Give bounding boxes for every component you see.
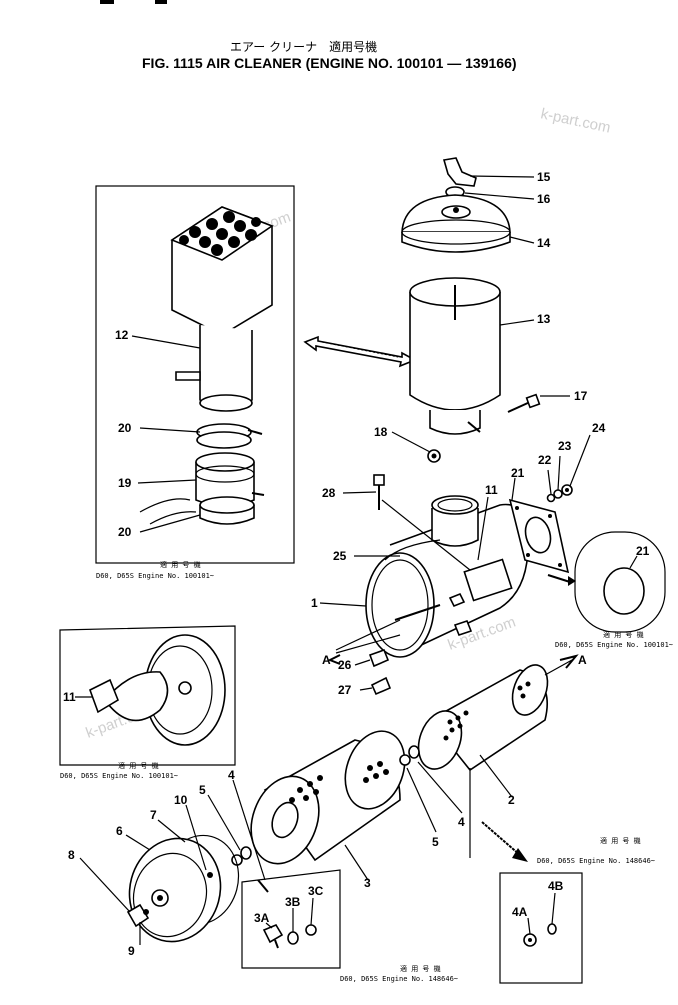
callout-24: 24 [592,421,606,435]
callout-3: 3 [364,876,371,890]
callout-5: 5 [199,783,206,797]
note-text: D60, D65S Engine No. 148646~ [537,857,655,865]
gasket-21 [508,498,570,574]
note-title: 適 用 号 機 [603,630,644,639]
nut-washer-4-5-left [231,846,252,866]
parts-3abc [262,923,317,949]
callout-7: 7 [150,808,157,822]
callout-4b: 4B [548,879,564,893]
cover-6 [128,837,222,943]
bolt-washer-nut-22-24 [546,484,576,586]
callout-13: 13 [537,312,551,326]
variant-box-cover [59,625,236,766]
callout-1: 1 [311,596,318,610]
cover-variant [89,634,226,746]
note-text: D60, D65S Engine No. 148646~ [340,975,458,983]
wing-nut-8-9 [126,903,150,928]
callout-25: 25 [333,549,347,563]
variant-box-21 [574,531,666,633]
callout-19: 19 [118,476,132,490]
note-title: 適 用 号 機 [600,836,641,845]
watermark: k-part.com [539,105,612,136]
hose-19 [195,452,255,507]
callout-4: 4 [228,768,235,782]
callout-11: 11 [485,483,498,497]
callout-8: 8 [68,848,75,862]
callout-2: 2 [508,793,515,807]
note-text: D60, D65S Engine No. 100101~ [555,641,673,649]
clamp-20-lower [199,492,265,525]
callout-20: 20 [118,421,132,435]
callout-27: 27 [338,683,352,697]
callout-4a: 4A [512,905,528,919]
callout-22: 22 [538,453,552,467]
callout-3a: 3A [254,911,270,925]
nut-washer-4-5-right [399,745,420,766]
callout-3c: 3C [308,884,324,898]
jp-title: エアー クリーナ 適用号機 [230,39,377,54]
top-mark [100,0,114,4]
callout-11: 11 [63,690,76,704]
callout-21: 21 [636,544,650,558]
ref-arrow-a [559,654,579,669]
callout-14: 14 [537,236,551,250]
callout-4: 4 [458,815,465,829]
callout-16: 16 [537,192,551,206]
oring-21 [603,567,645,615]
note-text: D60, D65S Engine No. 100101~ [96,572,214,580]
callout-a: A [578,653,587,667]
figure-title: FIG. 1115 AIR CLEANER (ENGINE NO. 100101… [142,55,517,71]
arrow-bolt [257,821,528,893]
callout-17: 17 [574,389,588,403]
bolt-28 [373,474,385,510]
note-title: 適 用 号 機 [160,560,201,569]
outer-element-3 [250,730,406,865]
clamp-20-upper [196,423,263,449]
callout-18: 18 [374,425,388,439]
callout-9: 9 [128,944,135,958]
callout-26: 26 [338,658,352,672]
top-mark [155,0,167,4]
callout-6: 6 [116,824,123,838]
nut-18 [427,449,441,463]
note-text: D60, D65S Engine No. 100101~ [60,772,178,780]
callout-21: 21 [511,466,525,480]
callout-5: 5 [432,835,439,849]
callout-10: 10 [174,793,188,807]
callout-12: 12 [115,328,129,342]
precleaner-12 [170,206,274,412]
plug-27 [370,676,392,696]
plug-26 [368,648,390,668]
nut-10 [207,872,213,878]
callout-23: 23 [558,439,572,453]
callout-28: 28 [322,486,336,500]
dust-bowl-13 [409,277,501,435]
interchange-arrow [303,335,417,368]
variant-box-precleaner [95,185,295,564]
callout-15: 15 [537,170,551,184]
callout-20: 20 [118,525,132,539]
inner-element-2 [417,664,549,772]
callout-a: A [322,653,331,667]
elbow-15 [442,157,477,187]
callout-3b: 3B [285,895,301,909]
variant-box-3abc [241,869,341,969]
note-title: 適 用 号 機 [118,761,159,770]
bolt-17 [507,393,541,413]
body-1 [365,495,529,658]
variant-box-4ab [499,872,583,984]
cap-14 [401,194,511,253]
ref-arrow-a [327,654,341,665]
note-title: 適 用 号 機 [400,964,441,973]
